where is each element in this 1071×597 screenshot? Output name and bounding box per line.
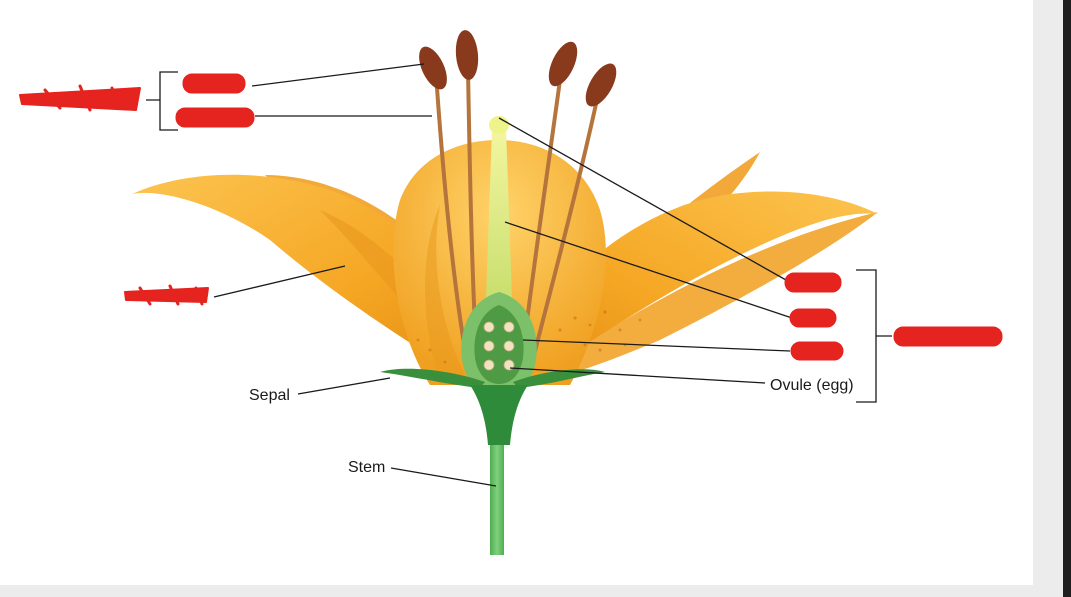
petal-left: [132, 174, 480, 385]
redaction-marks: [19, 73, 1003, 361]
stamen-bracket: [146, 71, 178, 131]
redaction-petal: [124, 284, 209, 306]
right-frame-strip: [1033, 0, 1063, 597]
redaction-anther: [182, 73, 246, 94]
redaction-stamen-group: [19, 84, 141, 112]
redaction-pistil-group: [893, 326, 1003, 347]
petal-center-shade: [425, 205, 470, 385]
sepal-right: [513, 369, 605, 388]
style: [486, 128, 512, 300]
petal-back-right-2: [530, 212, 878, 380]
sepal-label: Sepal: [249, 387, 290, 404]
sepal-left: [380, 368, 485, 388]
petal-speckles: [416, 310, 642, 364]
right-dark-edge: [1063, 0, 1071, 597]
ovules: [483, 321, 515, 371]
anthers: [419, 30, 617, 107]
leader-lines: [213, 63, 793, 487]
ovule-label: Ovule (egg): [770, 377, 854, 394]
stem: [490, 440, 504, 555]
redaction-ovary: [790, 341, 844, 361]
redaction-filament: [175, 107, 255, 128]
stem-label: Stem: [348, 459, 385, 476]
pistil-bracket: [856, 269, 892, 403]
receptacle: [470, 385, 528, 445]
redaction-stigma: [784, 272, 842, 293]
redaction-style: [789, 308, 837, 328]
bottom-frame-strip: [0, 585, 1071, 597]
